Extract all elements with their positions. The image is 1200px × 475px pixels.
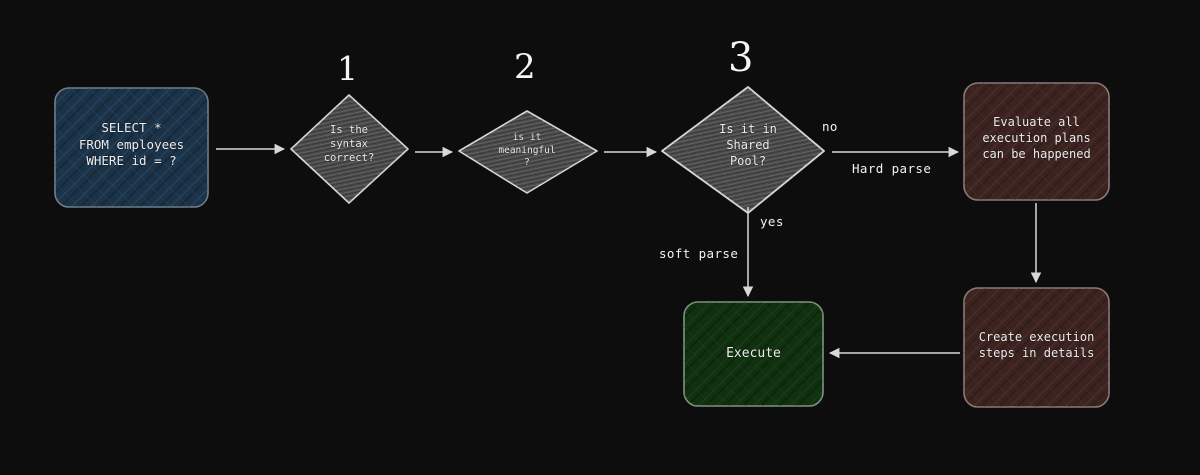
edge-label-no: no — [822, 119, 838, 134]
node-sql-input[interactable] — [54, 87, 209, 208]
edge-label-hard-parse: Hard parse — [852, 161, 932, 176]
step-number-2: 2 — [514, 47, 536, 87]
step-number-1: 1 — [337, 49, 358, 88]
edge-label-soft-parse: soft parse — [659, 246, 739, 261]
node-create-steps[interactable] — [963, 287, 1110, 408]
node-evaluate-plans[interactable] — [963, 82, 1110, 201]
node-decision-syntax[interactable] — [290, 94, 409, 204]
edge-label-yes: yes — [760, 214, 784, 229]
node-execute[interactable] — [683, 301, 824, 407]
step-number-3: 3 — [728, 35, 754, 81]
node-decision-meaningful[interactable] — [458, 110, 598, 194]
node-decision-shared-pool[interactable] — [661, 86, 825, 214]
